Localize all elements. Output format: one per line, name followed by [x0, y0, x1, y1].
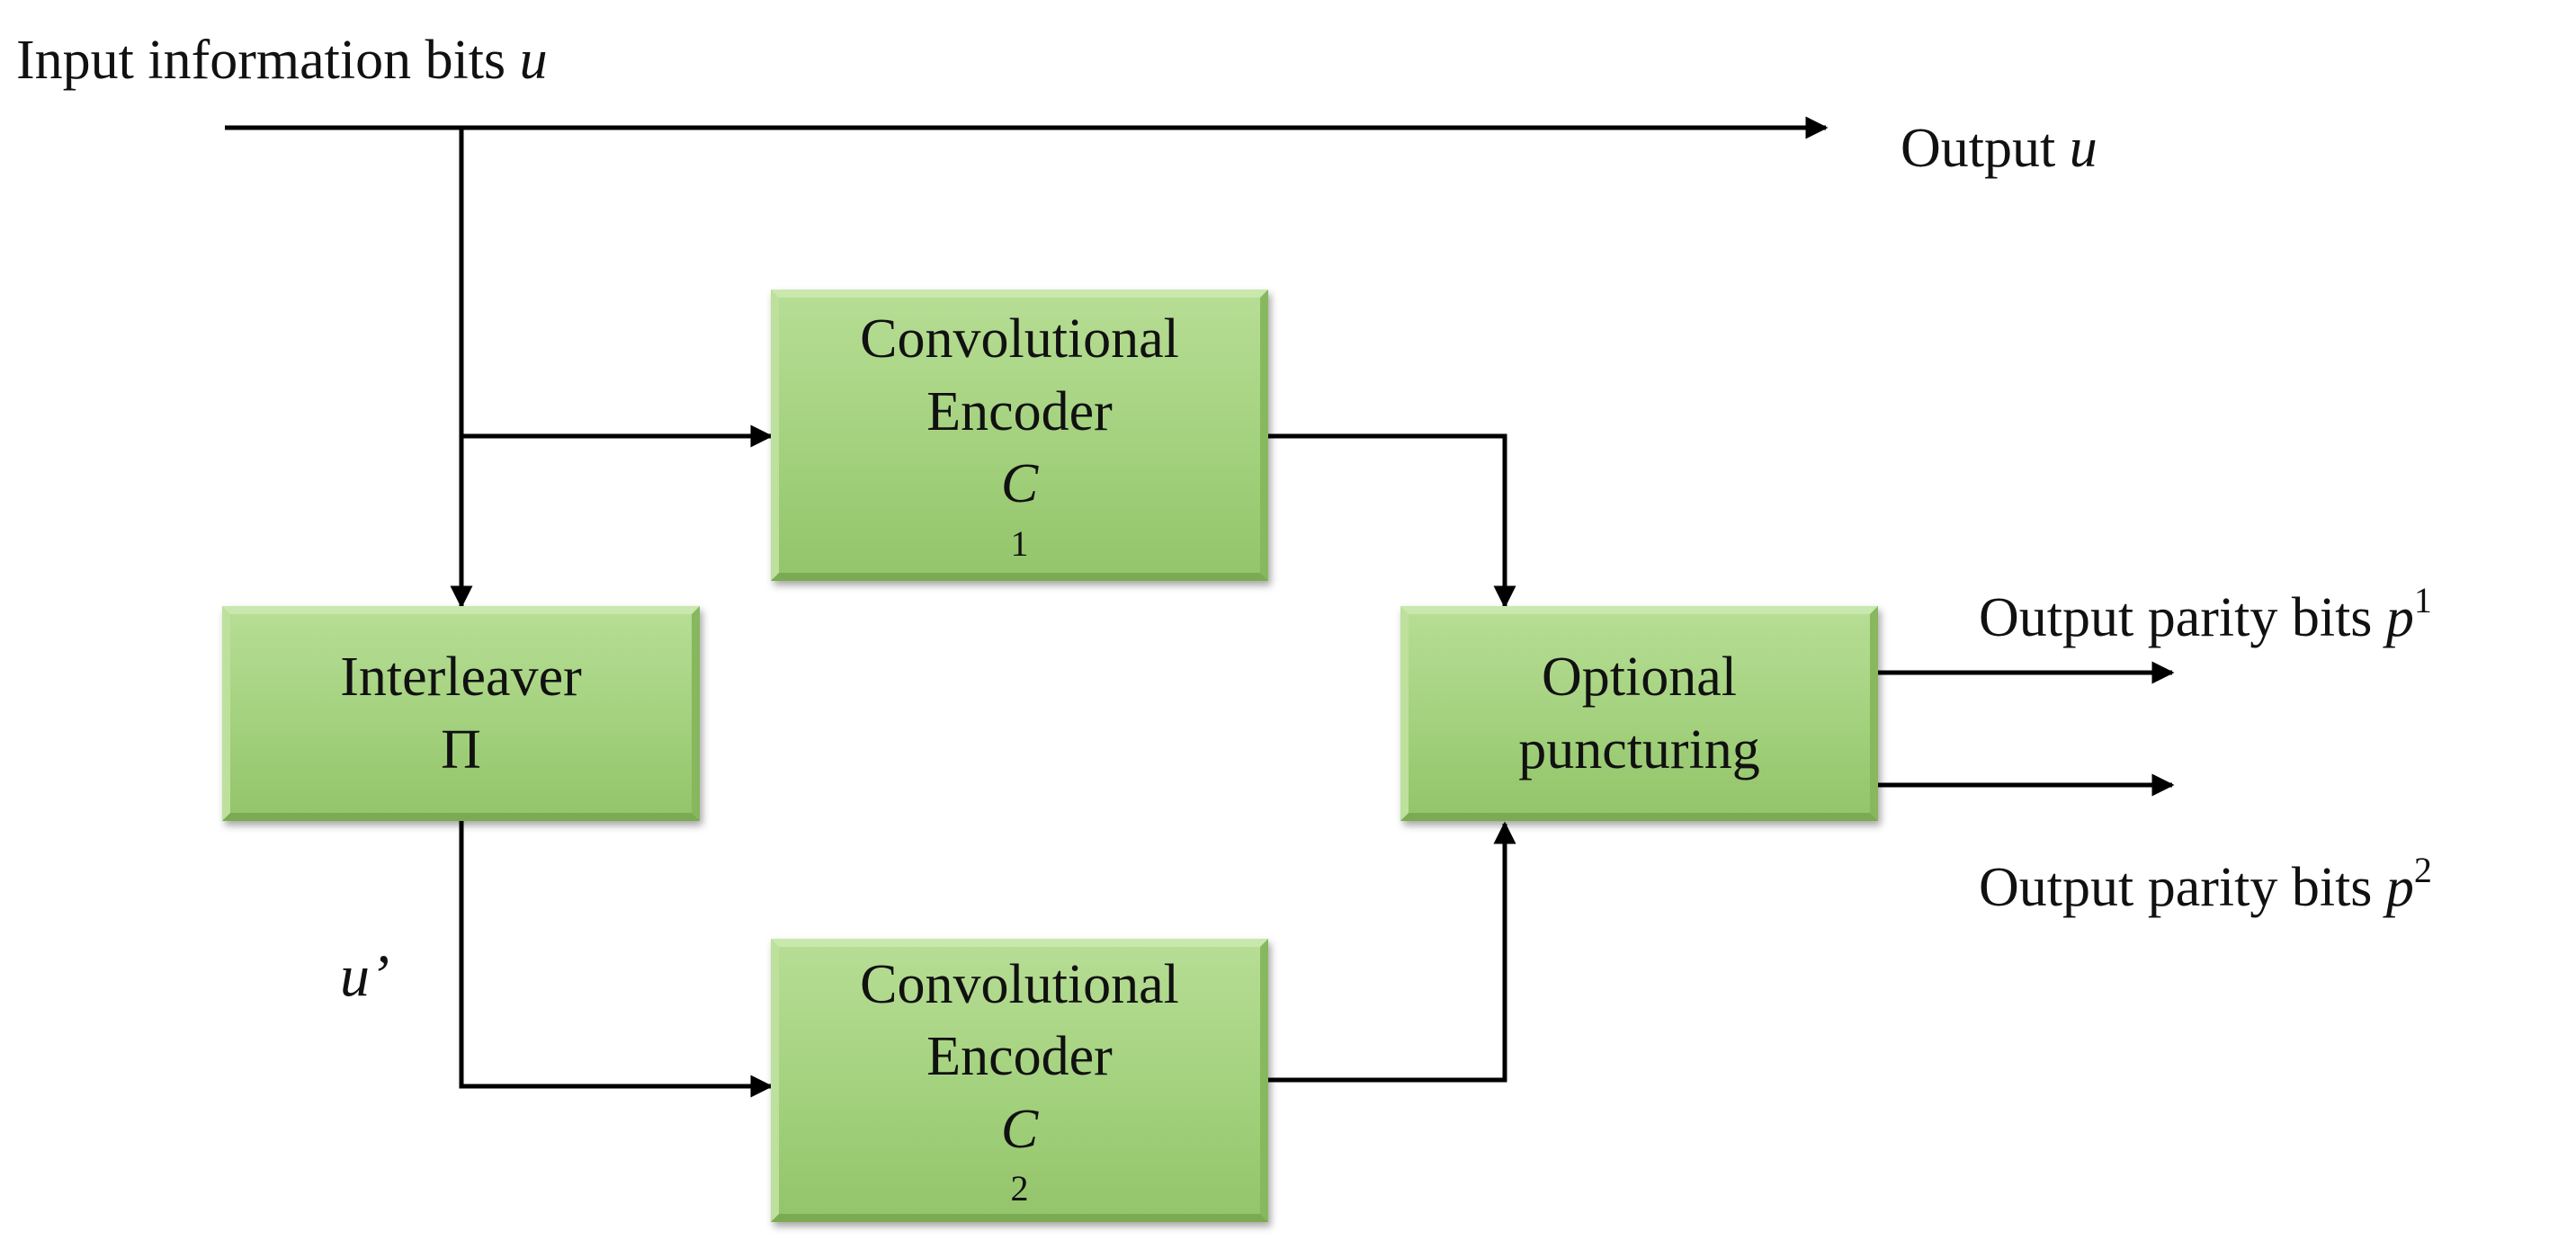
- output-u-label: Output u: [1901, 120, 2097, 176]
- interleaver-symbol: Π: [441, 718, 481, 781]
- parity1-label: Output parity bits p1: [1979, 580, 2432, 648]
- encoder2-symbol-letter: C: [1000, 1098, 1039, 1160]
- encoder2-line1: Convolutional: [860, 953, 1179, 1015]
- input-symbol: u: [519, 30, 548, 91]
- interleaver-line1: Interleaver: [340, 646, 582, 708]
- encoder1-symbol-letter: C: [1000, 453, 1039, 515]
- puncturing-block: Optional puncturing: [1400, 606, 1878, 821]
- encoder1-line2: Encoder: [926, 380, 1113, 442]
- wire-encoder2-to-puncturing: [1268, 821, 1516, 1083]
- parity1-symbol: p: [2385, 587, 2414, 648]
- parity1-text: Output parity bits: [1979, 587, 2373, 648]
- encoder1-line1: Convolutional: [860, 308, 1179, 370]
- puncturing-line1: Optional: [1542, 646, 1737, 708]
- parity2-superscript: 2: [2413, 850, 2432, 890]
- input-label-text: Input information bits: [16, 30, 506, 91]
- u-prime-label: u’: [340, 943, 389, 1009]
- wire-interleaver-to-encoder2: [459, 821, 774, 1098]
- encoder1-subscript: 1: [1010, 522, 1029, 564]
- output-u-symbol: u: [2069, 118, 2097, 179]
- encoder2-line2: Encoder: [926, 1026, 1113, 1088]
- interleaver-block: Interleaver Π: [222, 606, 700, 821]
- wire-encoder1-to-puncturing: [1268, 433, 1516, 609]
- parity1-superscript: 1: [2413, 580, 2432, 620]
- parity2-text: Output parity bits: [1979, 857, 2373, 918]
- puncturing-line2: puncturing: [1518, 718, 1760, 781]
- parity2-label: Output parity bits p2: [1979, 850, 2432, 918]
- parity2-symbol: p: [2385, 857, 2414, 918]
- input-label: Input information bits u: [16, 32, 548, 88]
- encoder2-subscript: 2: [1010, 1168, 1029, 1209]
- output-u-text: Output: [1901, 118, 2056, 179]
